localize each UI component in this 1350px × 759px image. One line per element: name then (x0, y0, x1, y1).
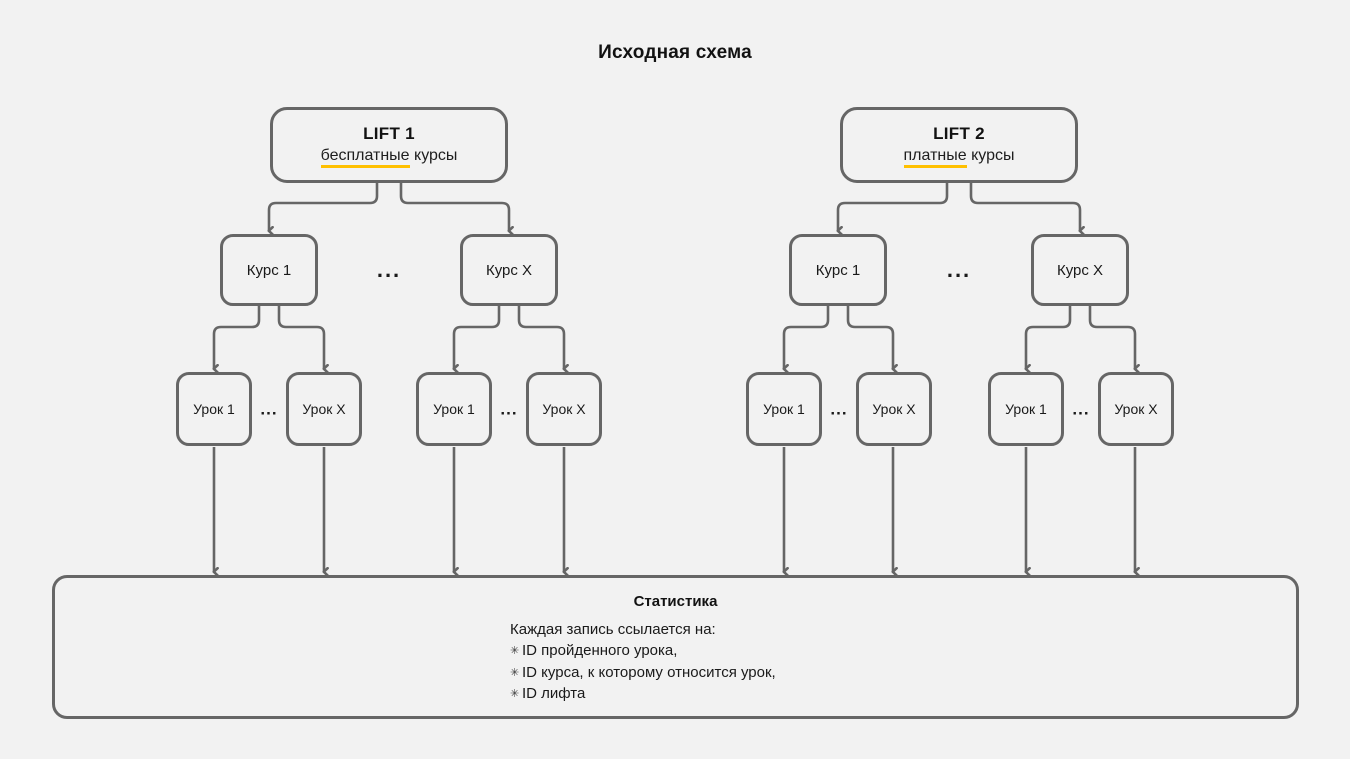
lift-1-course-last-lesson-last[interactable]: Урок X (526, 372, 602, 446)
statistics-item-1: ✳ID курса, к которому относится урок, (510, 662, 1296, 683)
lift-1-course-first[interactable]: Курс 1 (220, 234, 318, 306)
lift-2-course-ellipsis: ... (946, 257, 972, 282)
lift-1-subtitle: бесплатные курсы (320, 146, 458, 169)
statistics-item-2: ✳ID лифта (510, 683, 1296, 704)
statistics-item-2-text: ID лифта (522, 685, 586, 703)
lift-2-course-first-lesson-first[interactable]: Урок 1 (746, 372, 822, 446)
bullet-icon: ✳ (510, 645, 520, 658)
lift-2-title: LIFT 2 (933, 123, 985, 143)
lift-1-course-ellipsis: ... (376, 257, 402, 282)
lift-1-box[interactable]: LIFT 1 бесплатные курсы (270, 107, 508, 183)
statistics-box[interactable]: Статистика Каждая запись ссылается на: ✳… (52, 575, 1299, 719)
lift-2-course-first[interactable]: Курс 1 (789, 234, 887, 306)
lift-2-course-first-lesson-ellipsis: ... (830, 399, 848, 419)
bullet-icon: ✳ (510, 666, 520, 679)
statistics-item-0-text: ID пройденного урока, (522, 642, 678, 660)
lift-2-subtitle-rest: курсы (966, 147, 1015, 165)
lift-2-subtitle-highlight: платные (903, 146, 967, 169)
lift-1-title: LIFT 1 (363, 123, 415, 143)
lift-1-course-first-lesson-ellipsis: ... (260, 399, 278, 419)
bullet-icon: ✳ (510, 688, 520, 701)
lift-1-course-first-lesson-first[interactable]: Урок 1 (176, 372, 252, 446)
lift-2-course-first-lesson-last[interactable]: Урок X (856, 372, 932, 446)
lift-1-course-first-lesson-last[interactable]: Урок X (286, 372, 362, 446)
statistics-item-0: ✳ID пройденного урока, (510, 640, 1296, 661)
lift-2-course-last[interactable]: Курс X (1031, 234, 1129, 306)
lift-2-box[interactable]: LIFT 2 платные курсы (840, 107, 1078, 183)
page-title: Исходная схема (598, 42, 752, 63)
statistics-body: Каждая запись ссылается на: ✳ID пройденн… (55, 619, 1296, 705)
lift-2-course-last-lesson-ellipsis: ... (1072, 399, 1090, 419)
statistics-item-1-text: ID курса, к которому относится урок, (522, 663, 776, 681)
lift-1-course-last-lesson-ellipsis: ... (500, 399, 518, 419)
statistics-title: Статистика (633, 593, 718, 610)
lift-1-subtitle-highlight: бесплатные (320, 146, 410, 169)
lift-1-course-last-lesson-first[interactable]: Урок 1 (416, 372, 492, 446)
statistics-intro: Каждая запись ссылается на: (510, 621, 716, 638)
lift-1-course-last[interactable]: Курс X (460, 234, 558, 306)
lift-2-course-last-lesson-first[interactable]: Урок 1 (988, 372, 1064, 446)
lift-2-subtitle: платные курсы (903, 146, 1015, 169)
lift-2-course-last-lesson-last[interactable]: Урок X (1098, 372, 1174, 446)
lift-1-subtitle-rest: курсы (409, 147, 458, 165)
